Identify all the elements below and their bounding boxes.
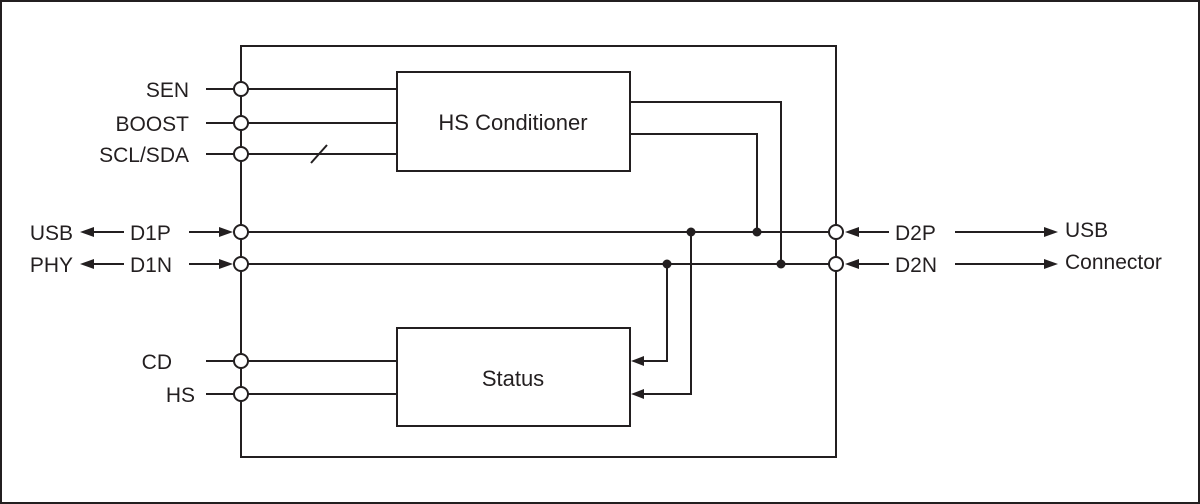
d2n-right-arrow-head	[1044, 259, 1058, 269]
pin-d1n	[233, 256, 249, 272]
junction-dot	[662, 259, 672, 269]
status-block-label: Status	[482, 366, 544, 391]
bus-slash-mark	[310, 144, 328, 164]
pin-boost	[233, 115, 249, 131]
d2p-right-arrow-head	[1044, 227, 1058, 237]
pin-label-hs: HS	[166, 384, 195, 407]
dn-to-status-wire	[642, 264, 668, 362]
status-block	[396, 327, 631, 427]
pin-label-scl-sda: SCL/SDA	[99, 144, 189, 167]
hs-conditioner-block	[396, 71, 631, 172]
status-input-arrow-top	[631, 356, 644, 366]
pin-scl-sda	[233, 146, 249, 162]
pin-sen	[233, 81, 249, 97]
d2p-left-arrow-head	[845, 227, 859, 237]
d1p-left-arrow-head	[80, 227, 94, 237]
usb-phy-label-usb: USB	[30, 222, 73, 245]
hs-cond-to-dp-wire	[630, 133, 758, 232]
junction-dot	[752, 227, 762, 237]
pin-label-d2n: D2N	[895, 254, 937, 277]
pin-hs	[233, 386, 249, 402]
dp-to-status-wire	[642, 232, 692, 395]
pin-label-sen: SEN	[146, 79, 189, 102]
d1n-left-arrow-head	[80, 259, 94, 269]
d1n-right-arrow-head	[219, 259, 233, 269]
usb-connector-label-usb: USB	[1065, 219, 1108, 242]
d2n-left-arrow-head	[845, 259, 859, 269]
pin-d1p	[233, 224, 249, 240]
pin-label-d2p: D2P	[895, 222, 936, 245]
usb-phy-label-phy: PHY	[30, 254, 73, 277]
pin-d2p	[828, 224, 844, 240]
junction-dot	[776, 259, 786, 269]
d1p-right-arrow-head	[219, 227, 233, 237]
usb-connector-label-connector: Connector	[1065, 251, 1162, 274]
pin-label-d1p: D1P	[130, 222, 171, 245]
junction-dot	[686, 227, 696, 237]
pin-label-cd: CD	[142, 351, 172, 374]
pin-label-boost: BOOST	[115, 113, 189, 136]
hs-cond-to-dn-wire	[630, 101, 782, 264]
status-input-arrow-bottom	[631, 389, 644, 399]
pin-label-d1n: D1N	[130, 254, 172, 277]
hs-conditioner-label: HS Conditioner	[438, 110, 587, 135]
pin-d2n	[828, 256, 844, 272]
ic-package-box	[240, 45, 837, 458]
pin-cd	[233, 353, 249, 369]
